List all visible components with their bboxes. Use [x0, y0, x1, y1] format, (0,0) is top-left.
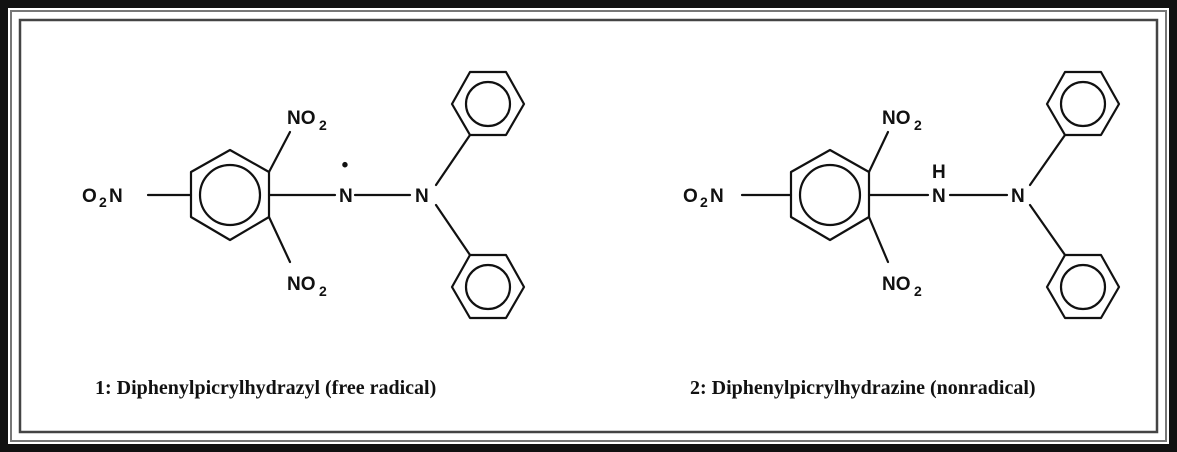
hydrazine-n2: N: [1011, 186, 1025, 207]
para-nitro-n: N: [710, 186, 724, 207]
hydrogen-label: H: [932, 162, 946, 183]
bond-n2-phenyl-bottom: [434, 203, 472, 257]
bond-top-nitro: [267, 130, 292, 174]
picryl-ring-2: [789, 148, 871, 242]
picryl-ring-1: [189, 148, 271, 242]
top-nitro-label: NO: [287, 108, 316, 129]
bottom-nitro-sub: 2: [914, 283, 922, 299]
para-nitro-sub: 2: [99, 194, 107, 210]
hydrazine-n1: N: [932, 186, 946, 207]
aromatic-circle: [1059, 80, 1107, 128]
inner-border-shadow: [10, 10, 1167, 442]
top-nitro-sub: 2: [914, 117, 922, 133]
phenyl-ring-bottom-1: [450, 253, 526, 320]
phenyl-ring-bottom-2: [1045, 253, 1121, 320]
molecule-1: O 2 N NO 2 NO 2 • N N 1: Diphenylpicrylh…: [82, 70, 526, 399]
phenyl-ring-top-2: [1045, 70, 1121, 137]
aromatic-circle: [464, 80, 512, 128]
aromatic-circle: [798, 163, 862, 227]
aromatic-circle: [464, 263, 512, 311]
aromatic-circle: [198, 163, 262, 227]
inner-border: [18, 18, 1159, 434]
radical-dot: •: [342, 155, 349, 176]
para-nitro-o: O: [683, 186, 698, 207]
bond-n-phenyl-bottom: [1028, 203, 1067, 257]
bond-top-nitro: [867, 130, 890, 174]
top-nitro-sub: 2: [319, 117, 327, 133]
bond-bottom-nitro: [267, 215, 292, 264]
phenyl-ring-top-1: [450, 70, 526, 137]
para-nitro-sub: 2: [700, 194, 708, 210]
hydrazyl-n2: N: [415, 186, 429, 207]
top-nitro-label: NO: [882, 108, 911, 129]
bottom-nitro-label: NO: [882, 274, 911, 295]
bottom-nitro-sub: 2: [319, 283, 327, 299]
bottom-nitro-label: NO: [287, 274, 316, 295]
bond-bottom-nitro: [867, 215, 890, 264]
caption-1: 1: Diphenylpicrylhydrazyl (free radical): [95, 377, 436, 399]
bond-n-phenyl-top: [1028, 133, 1067, 187]
para-nitro-n: N: [109, 186, 123, 207]
para-nitro-o: O: [82, 186, 97, 207]
aromatic-circle: [1059, 263, 1107, 311]
caption-2: 2: Diphenylpicrylhydrazine (nonradical): [690, 377, 1036, 399]
bond-n2-phenyl-top: [434, 133, 472, 187]
hydrazyl-n1: N: [339, 186, 353, 207]
molecule-2: O 2 N NO 2 NO 2 H N N 2: Diphenylpicrylh…: [683, 70, 1121, 399]
